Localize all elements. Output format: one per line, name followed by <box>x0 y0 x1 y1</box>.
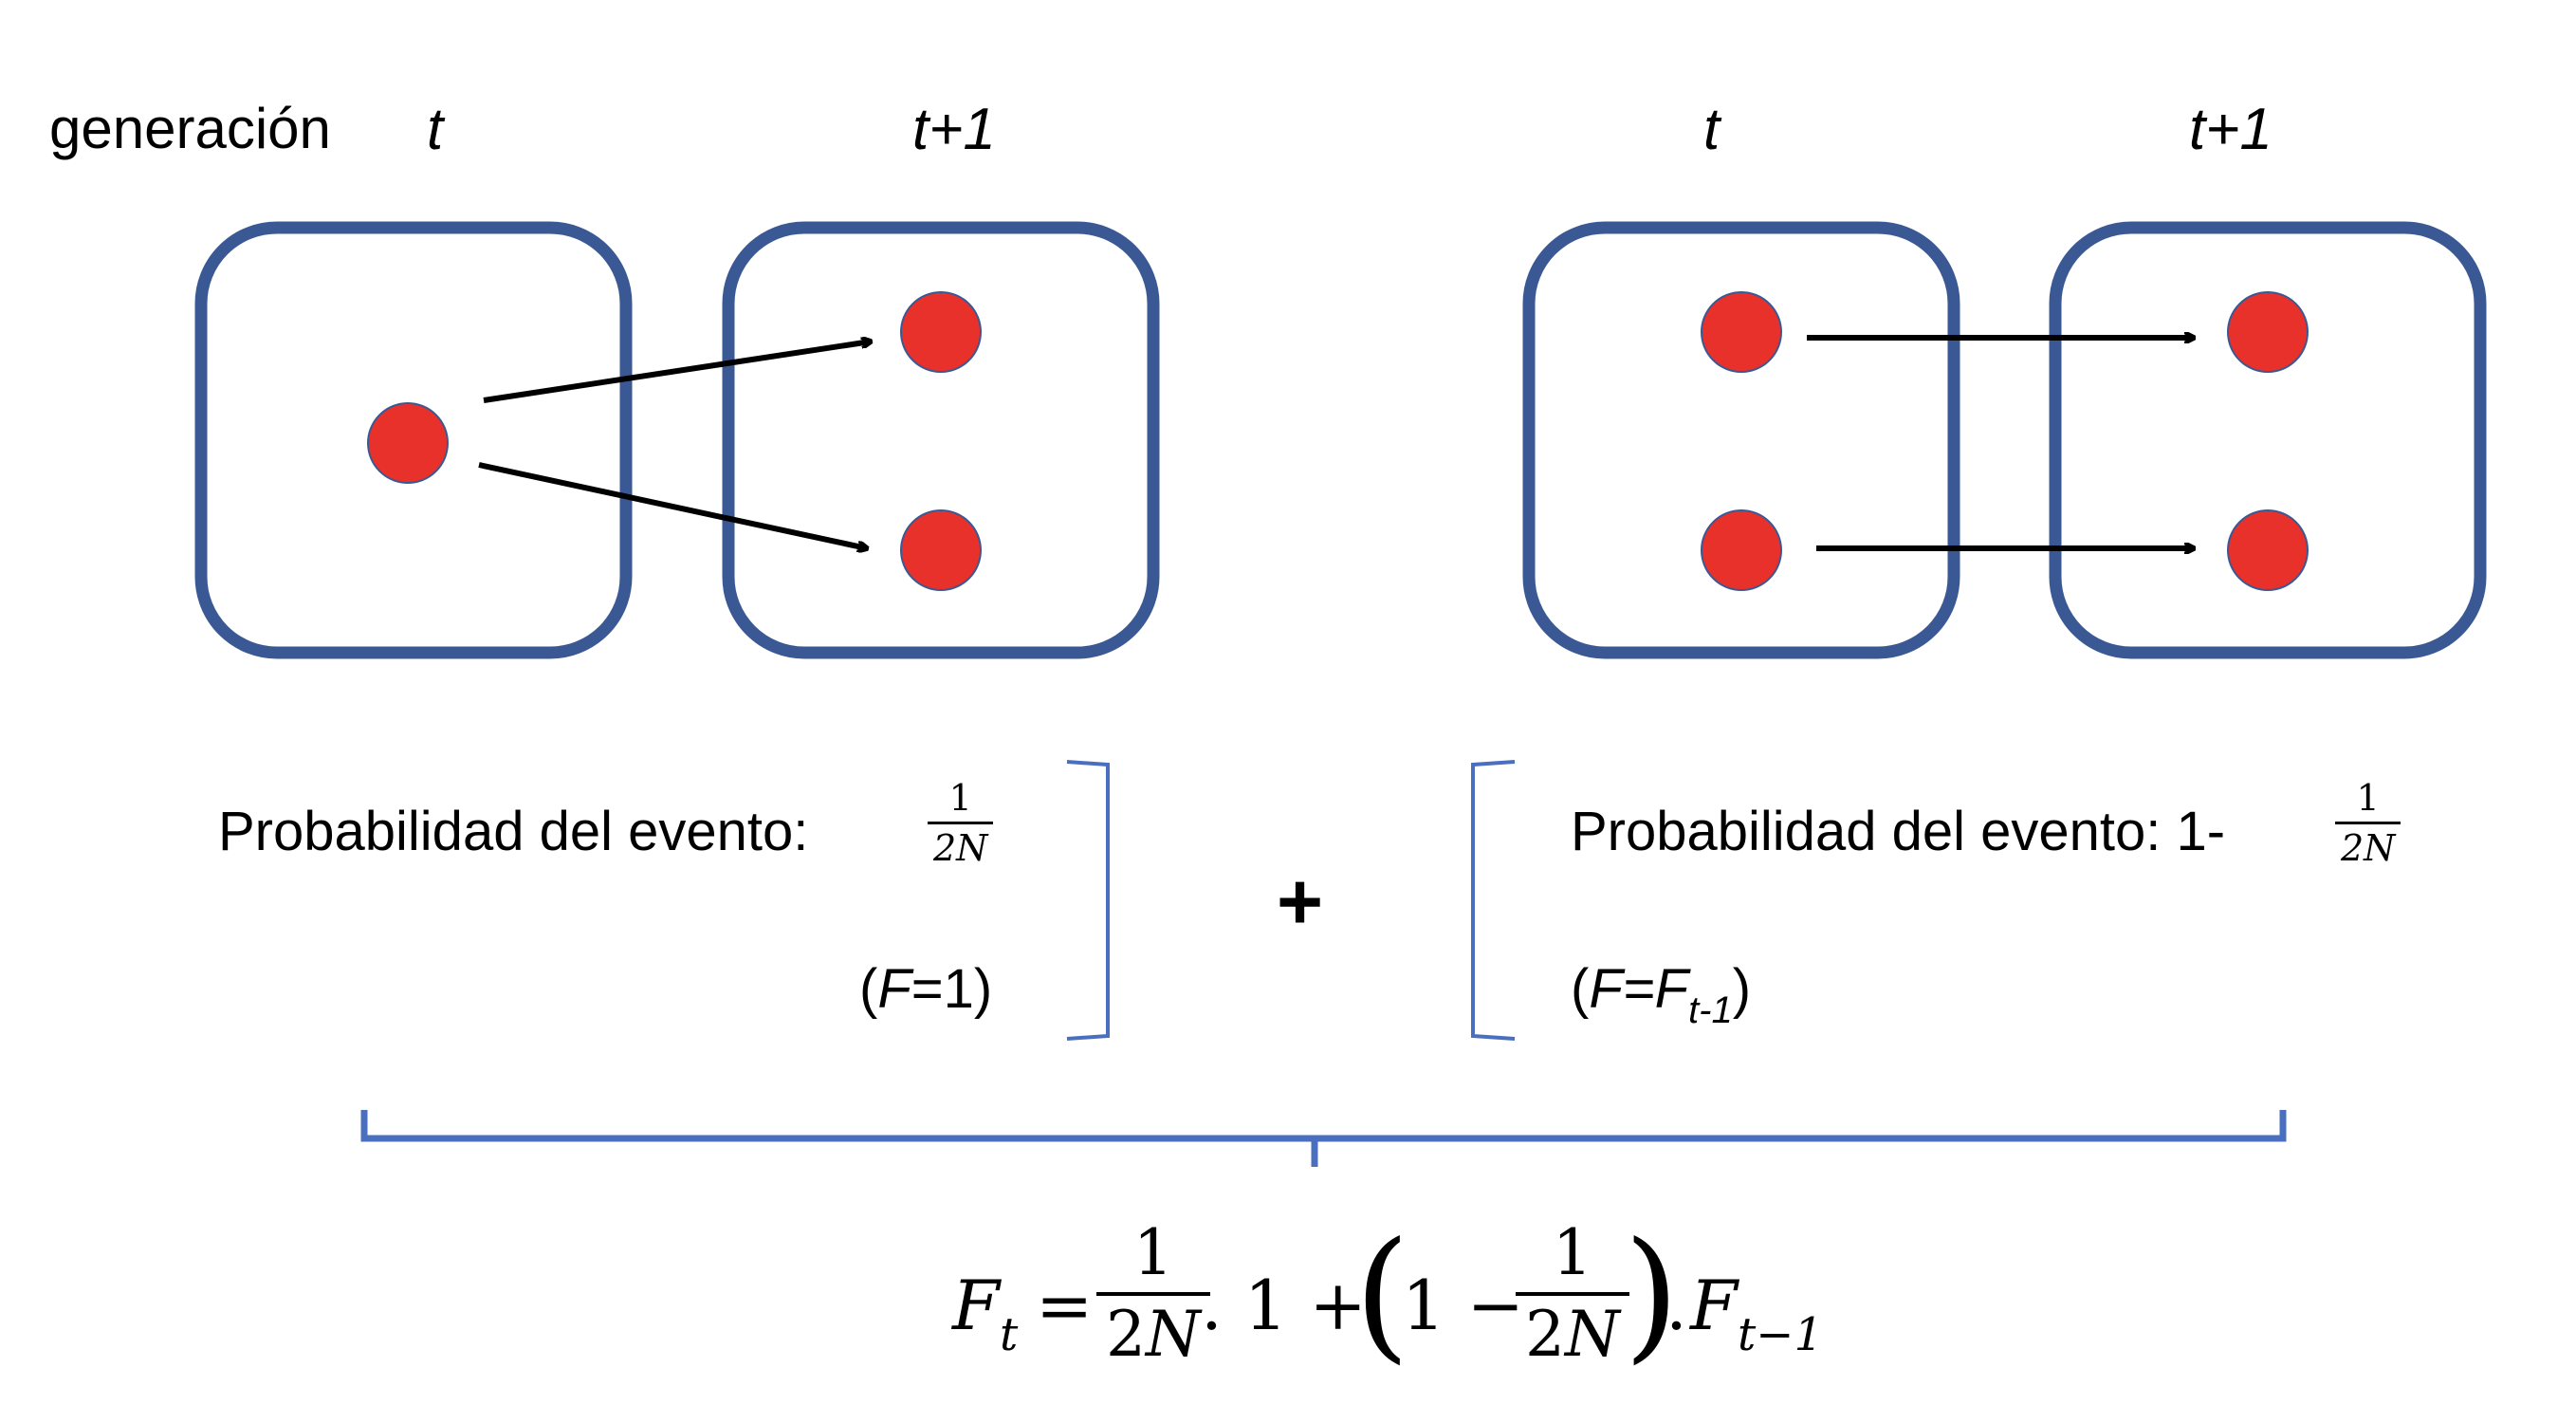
formula-paren-open: ( <box>1354 1212 1410 1377</box>
dot-right-parent-bottom <box>1701 509 1782 591</box>
formula-one-minus: 1 − <box>1402 1266 1525 1345</box>
formula-dot: . <box>1665 1266 1687 1345</box>
box-left-t <box>194 221 633 659</box>
label-left-t: t <box>427 97 444 162</box>
left-f-open: ( <box>859 958 878 1020</box>
formula-lhs-sub: t <box>999 1308 1019 1361</box>
left-f-var: F <box>877 958 911 1020</box>
formula-frac1-den-var: N <box>1146 1298 1201 1371</box>
right-f-var: F=F <box>1589 958 1689 1020</box>
plus-sign: + <box>1277 857 1324 946</box>
right-frac-den: 2N <box>2335 822 2401 866</box>
box-left-t1 <box>722 221 1160 659</box>
label-right-t1: t+1 <box>2189 97 2272 162</box>
left-f-rest: =1) <box>911 958 993 1020</box>
formula-lhs: Ft <box>952 1271 1018 1358</box>
left-f-value: (F=1) <box>859 962 992 1017</box>
formula-mid: . 1 + <box>1201 1266 1367 1345</box>
formula-frac1-den: 2N <box>1096 1292 1210 1366</box>
arrow-left-bottom <box>478 462 867 548</box>
formula-frac1: 1 2N <box>1096 1222 1210 1366</box>
formula-paren-close: ) <box>1624 1212 1680 1377</box>
left-frac-num: 1 <box>948 777 972 819</box>
formula-equals: = <box>1036 1266 1094 1345</box>
formula-rhs-sub: t−1 <box>1737 1308 1824 1361</box>
formula-rhs: Ft−1 <box>1690 1271 1823 1358</box>
label-left-t1: t+1 <box>912 97 996 162</box>
right-f-value: (F=Ft-1) <box>1571 962 1751 1030</box>
left-frac-den: 2N <box>928 822 994 866</box>
bracket-right-open <box>1471 760 1516 1041</box>
brace-bottom <box>360 1110 2287 1167</box>
right-f-sub: t-1 <box>1688 989 1733 1031</box>
formula-frac1-den-num: 2 <box>1106 1298 1146 1371</box>
dot-right-parent-top <box>1701 291 1782 373</box>
formula-frac2: 1 2N <box>1516 1222 1629 1366</box>
box-right-t <box>1522 221 1960 659</box>
dot-left-parent <box>367 402 449 484</box>
formula-frac2-den-num: 2 <box>1525 1298 1565 1371</box>
dot-right-child-top <box>2227 291 2309 373</box>
right-frac-num: 1 <box>2356 777 2380 819</box>
arrow-left-top <box>483 342 871 403</box>
dot-right-child-bottom <box>2227 509 2309 591</box>
left-event-text: Probabilidad del evento: <box>218 801 809 862</box>
formula-frac2-num: 1 <box>1552 1216 1592 1289</box>
dot-left-child-bottom <box>900 509 982 591</box>
formula-frac2-den: 2N <box>1516 1292 1629 1366</box>
generation-label: generación <box>49 97 331 160</box>
box-right-t1 <box>2049 221 2487 659</box>
formula-rhs-var: F <box>1690 1266 1738 1345</box>
right-f-close: ) <box>1732 958 1752 1020</box>
formula-frac1-num: 1 <box>1132 1216 1173 1289</box>
formula-lhs-var: F <box>952 1266 1000 1345</box>
dot-left-child-top <box>900 291 982 373</box>
label-right-t: t <box>1703 97 1720 162</box>
right-event-fraction: 1 2N <box>2335 780 2401 866</box>
bracket-left-close <box>1066 760 1110 1041</box>
left-event-fraction: 1 2N <box>928 777 994 866</box>
formula-frac2-den-var: N <box>1565 1298 1620 1371</box>
right-event-text: Probabilidad del evento: 1- <box>1571 801 2226 862</box>
right-f-open: ( <box>1571 958 1590 1020</box>
